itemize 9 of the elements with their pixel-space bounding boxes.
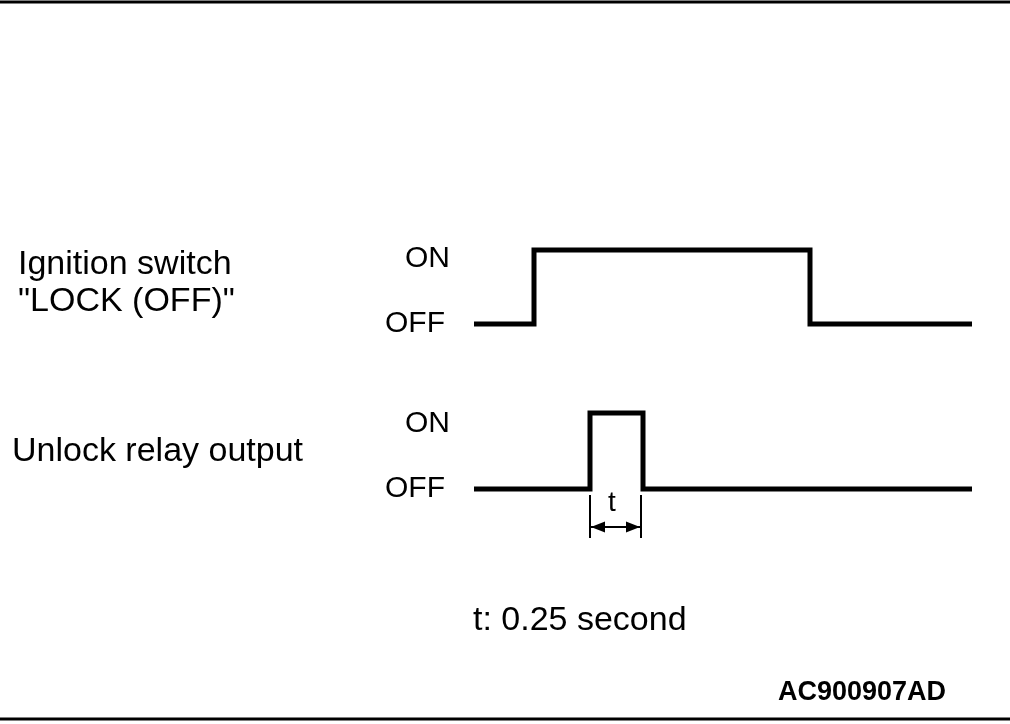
state-label: ON <box>405 240 450 273</box>
signal-name: Unlock relay output <box>12 431 304 469</box>
figure-code: AC900907AD <box>778 677 947 707</box>
state-label: ON <box>405 405 450 438</box>
note: t: 0.25 second <box>473 600 687 638</box>
state-label: OFF <box>385 305 445 338</box>
state-label: OFF <box>385 470 445 503</box>
dimension-label: t <box>608 487 616 518</box>
signal-name: Ignition switch "LOCK (OFF)" <box>18 244 236 319</box>
